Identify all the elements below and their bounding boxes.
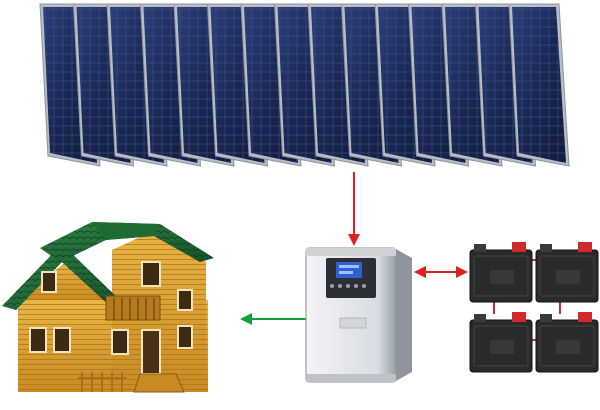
hybrid-inverter [305, 247, 412, 383]
flow-inverter-battery [414, 266, 468, 278]
battery-bank [469, 242, 599, 373]
battery [535, 312, 599, 373]
battery [535, 242, 599, 303]
flow-inverter-to-house [240, 313, 306, 325]
house-door [141, 329, 161, 375]
solar-panel-array [39, 3, 570, 167]
wooden-house [2, 222, 214, 393]
battery [469, 242, 533, 303]
inverter-display [336, 262, 362, 278]
solar-panel [508, 3, 570, 167]
flow-solar-to-inverter [348, 172, 360, 246]
battery [469, 312, 533, 373]
